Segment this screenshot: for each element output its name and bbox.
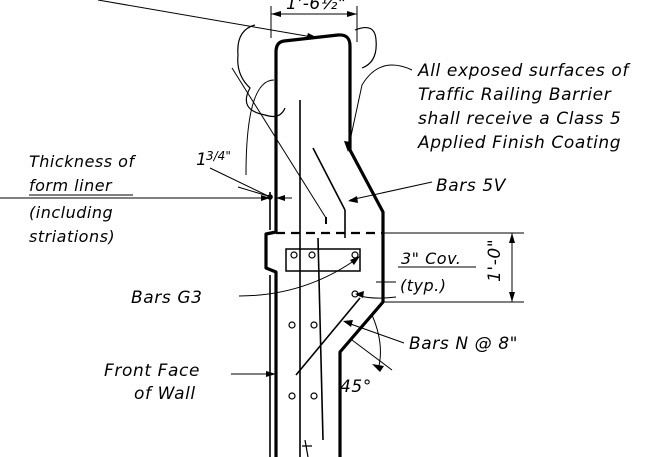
bars-n-label: Bars N @ 8": [409, 334, 518, 354]
liner-dim-whole: 1: [196, 150, 207, 170]
top-dimension: 1'-6½": [270, 0, 358, 42]
finish-note-line-2: Traffic Railing Barrier: [418, 85, 612, 105]
bars-g3-label: Bars G3: [131, 288, 203, 308]
front-face-line-2: of Wall: [134, 384, 196, 404]
diagonal-leader: [231, 67, 327, 219]
dim-right-text: 1'-0": [485, 239, 505, 282]
finish-note-line-3: shall receive a Class 5: [418, 109, 621, 129]
thickness-note-line-2: form liner: [29, 176, 113, 195]
break-mark: [302, 439, 312, 457]
thickness-note-line-4: striations): [29, 227, 115, 246]
finish-note-line-1: All exposed surfaces of: [417, 61, 631, 81]
liner-dim-fraction: 3/4": [206, 149, 231, 163]
bars-5v-label: Bars 5V: [436, 176, 507, 196]
cover-label-line-1: 3" Cov.: [401, 249, 461, 268]
thickness-note-line-3: (including: [29, 203, 113, 222]
cover-label-line-2: (typ.): [400, 276, 446, 295]
note-leaders: [231, 64, 433, 377]
thickness-note-line-1: Thickness of: [29, 152, 136, 171]
right-dimension: 1'-0": [384, 232, 524, 303]
front-face-line-1: Front Face: [104, 361, 200, 381]
angle-arc: 45°: [340, 314, 393, 397]
angle-text: 45°: [340, 377, 372, 397]
finish-note-line-4: Applied Finish Coating: [417, 133, 621, 153]
liner-dimension: [0, 167, 292, 201]
revision-cloud: [237, 24, 377, 118]
stirrup-bar-g3: [285, 248, 361, 272]
dim-top-text: 1'-6½": [286, 0, 346, 14]
top-left-leader: [97, 0, 319, 39]
